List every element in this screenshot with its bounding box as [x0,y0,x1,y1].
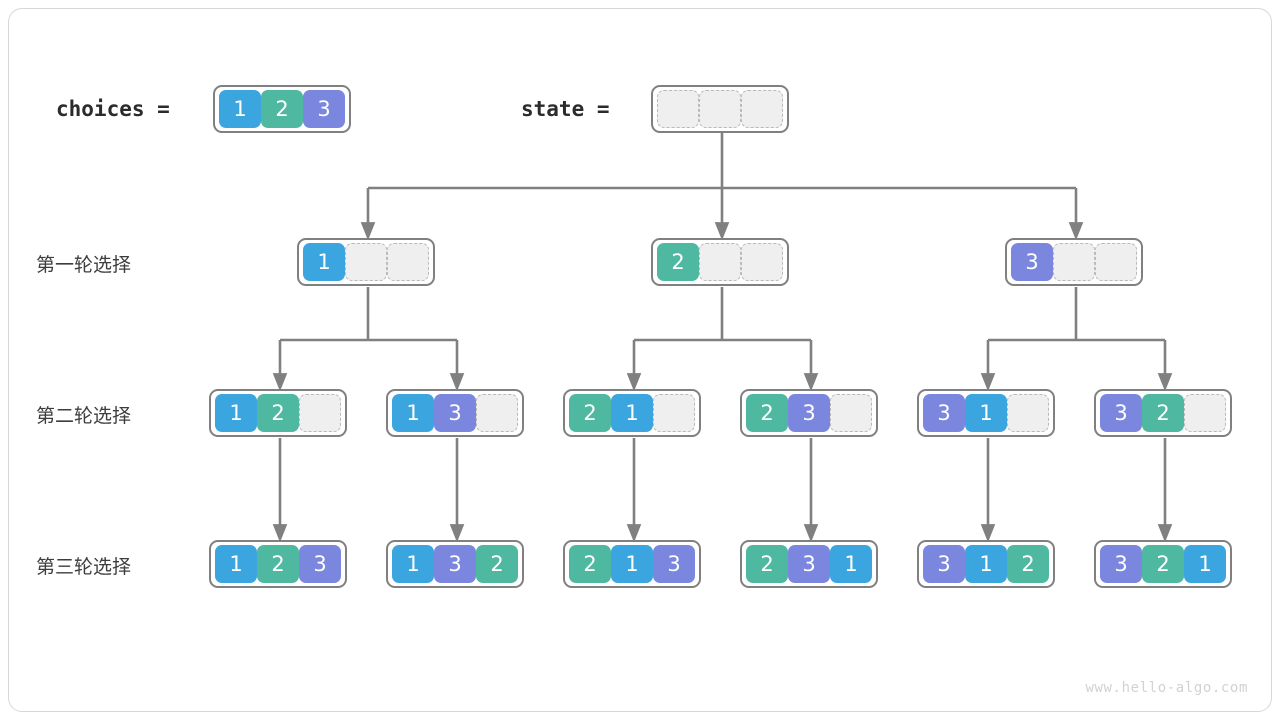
node-round1-1: 1 [297,238,435,286]
array-cell-3: 3 [434,545,476,583]
array-cell-1: 1 [830,545,872,583]
array-cell-1: 1 [611,545,653,583]
row-label-round-1: 第一轮选择 [36,254,132,276]
state-array [651,85,789,133]
array-cell-2: 2 [257,394,299,432]
array-cell-empty [1053,243,1095,281]
diagram-frame [8,8,1272,712]
array-cell-2: 2 [1142,545,1184,583]
row-label-round-3: 第三轮选择 [36,556,132,578]
array-cell-1: 1 [215,545,257,583]
array-cell-2: 2 [746,545,788,583]
array-cell-empty [476,394,518,432]
array-cell-2: 2 [569,545,611,583]
array-cell-1: 1 [303,243,345,281]
array-cell-empty [741,90,783,128]
array-cell-3: 3 [434,394,476,432]
array-cell-2: 2 [257,545,299,583]
row-label-round-2: 第二轮选择 [36,405,132,427]
array-cell-empty [345,243,387,281]
array-cell-empty [830,394,872,432]
array-cell-3: 3 [1100,545,1142,583]
array-cell-empty [1184,394,1226,432]
node-round1-3: 3 [1005,238,1143,286]
array-cell-3: 3 [1100,394,1142,432]
watermark: www.hello-algo.com [1085,680,1248,696]
array-cell-empty [387,243,429,281]
array-cell-1: 1 [965,545,1007,583]
node-round1-2: 2 [651,238,789,286]
array-cell-1: 1 [392,394,434,432]
array-cell-empty [299,394,341,432]
array-cell-empty [1007,394,1049,432]
array-cell-3: 3 [653,545,695,583]
array-cell-2: 2 [1007,545,1049,583]
array-cell-empty [657,90,699,128]
array-cell-3: 3 [923,394,965,432]
array-cell-1: 1 [215,394,257,432]
array-cell-3: 3 [788,394,830,432]
array-cell-empty [699,243,741,281]
array-cell-empty [1095,243,1137,281]
array-cell-3: 3 [923,545,965,583]
array-cell-1: 1 [392,545,434,583]
array-cell-3: 3 [299,545,341,583]
array-cell-2: 2 [476,545,518,583]
array-cell-empty [653,394,695,432]
array-cell-2: 2 [746,394,788,432]
array-cell-3: 3 [788,545,830,583]
array-cell-1: 1 [219,90,261,128]
array-cell-1: 1 [965,394,1007,432]
array-cell-empty [741,243,783,281]
array-cell-1: 1 [611,394,653,432]
array-cell-2: 2 [1142,394,1184,432]
state-label: state = [521,97,610,121]
choices-label: choices = [56,97,170,121]
array-cell-1: 1 [1184,545,1226,583]
array-cell-3: 3 [1011,243,1053,281]
array-cell-2: 2 [657,243,699,281]
array-cell-2: 2 [261,90,303,128]
array-cell-empty [699,90,741,128]
array-cell-2: 2 [569,394,611,432]
array-cell-3: 3 [303,90,345,128]
